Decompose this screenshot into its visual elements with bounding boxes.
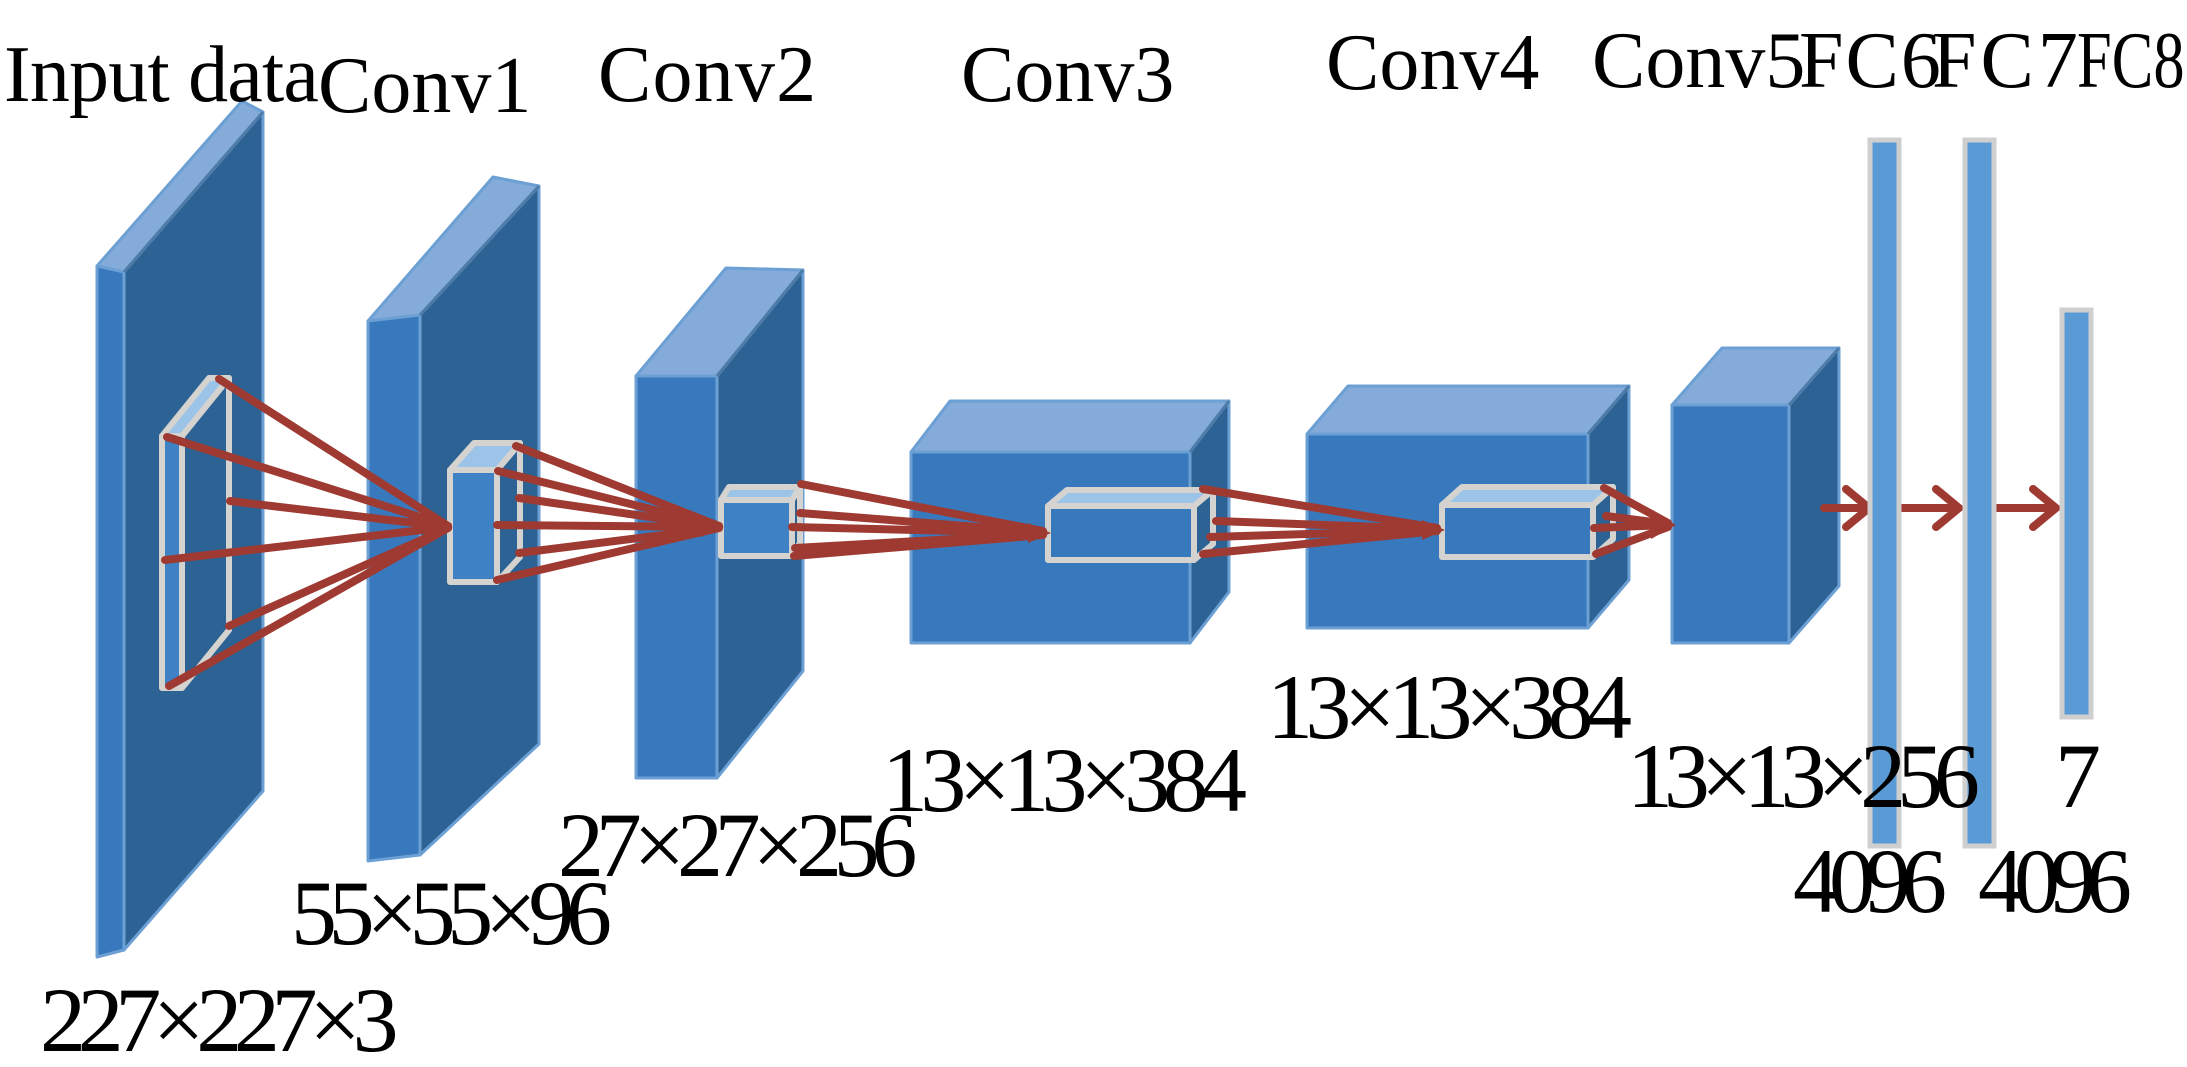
svg-text:27×27×256: 27×27×256 <box>558 794 915 896</box>
svg-text:4096: 4096 <box>1793 830 1945 932</box>
svg-text:7: 7 <box>2055 725 2099 827</box>
svg-text:FC7: FC7 <box>1932 17 2082 105</box>
svg-text:55×55×96: 55×55×96 <box>291 862 610 964</box>
svg-text:13×13×384: 13×13×384 <box>882 729 1246 831</box>
svg-text:Conv3: Conv3 <box>961 31 1174 119</box>
svg-text:13×13×384: 13×13×384 <box>1267 656 1631 758</box>
svg-text:FC6: FC6 <box>1799 17 1943 105</box>
svg-text:Conv4: Conv4 <box>1326 19 1539 107</box>
svg-text:Input data: Input data <box>4 31 318 119</box>
svg-text:Conv5: Conv5 <box>1592 17 1805 105</box>
svg-text:FC8: FC8 <box>2077 16 2185 105</box>
svg-text:Conv1: Conv1 <box>318 42 531 130</box>
svg-text:227×227×3: 227×227×3 <box>40 969 396 1067</box>
svg-text:4096: 4096 <box>1978 830 2130 932</box>
svg-text:Conv2: Conv2 <box>598 31 817 119</box>
svg-text:13×13×256: 13×13×256 <box>1627 725 1978 827</box>
